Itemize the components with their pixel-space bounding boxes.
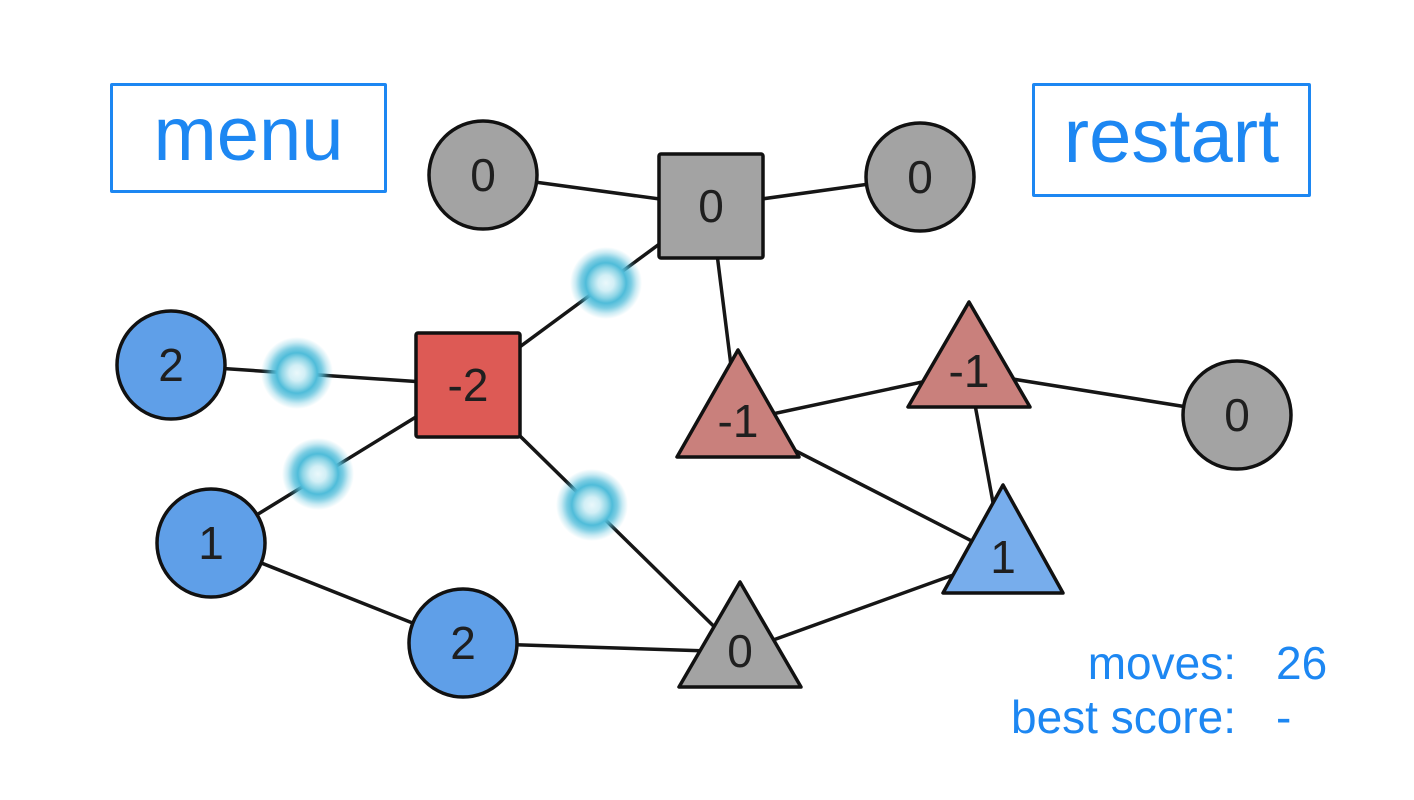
edge-highlight-dot[interactable] <box>261 337 333 409</box>
node-s0[interactable]: 0 <box>657 152 765 260</box>
node-sm2[interactable]: -2 <box>414 331 522 439</box>
scoreboard: moves: 26 best score: - <box>1011 636 1330 744</box>
restart-button[interactable]: restart <box>1032 83 1311 197</box>
node-c0a[interactable]: 0 <box>427 119 539 231</box>
node-t1[interactable]: 1 <box>941 483 1065 595</box>
node-t0[interactable]: 0 <box>677 580 803 689</box>
best-score-value: - <box>1276 691 1292 743</box>
menu-button[interactable]: menu <box>110 83 387 193</box>
node-c1[interactable]: 1 <box>155 487 267 599</box>
node-c0b[interactable]: 0 <box>864 121 976 233</box>
edge-highlight-dot[interactable] <box>556 469 628 541</box>
node-c2b[interactable]: 2 <box>407 587 519 699</box>
node-tm1b[interactable]: -1 <box>906 300 1032 409</box>
moves-label: moves: <box>1087 637 1236 689</box>
best-score-label: best score: <box>1011 691 1236 743</box>
edge-highlight-dot[interactable] <box>570 247 642 319</box>
edge-highlight-dot[interactable] <box>282 438 354 510</box>
node-tm1a[interactable]: -1 <box>675 348 801 459</box>
node-c2a[interactable]: 2 <box>115 309 227 421</box>
node-c0c[interactable]: 0 <box>1181 359 1293 471</box>
moves-value: 26 <box>1276 637 1328 689</box>
glow-layer <box>261 247 642 541</box>
